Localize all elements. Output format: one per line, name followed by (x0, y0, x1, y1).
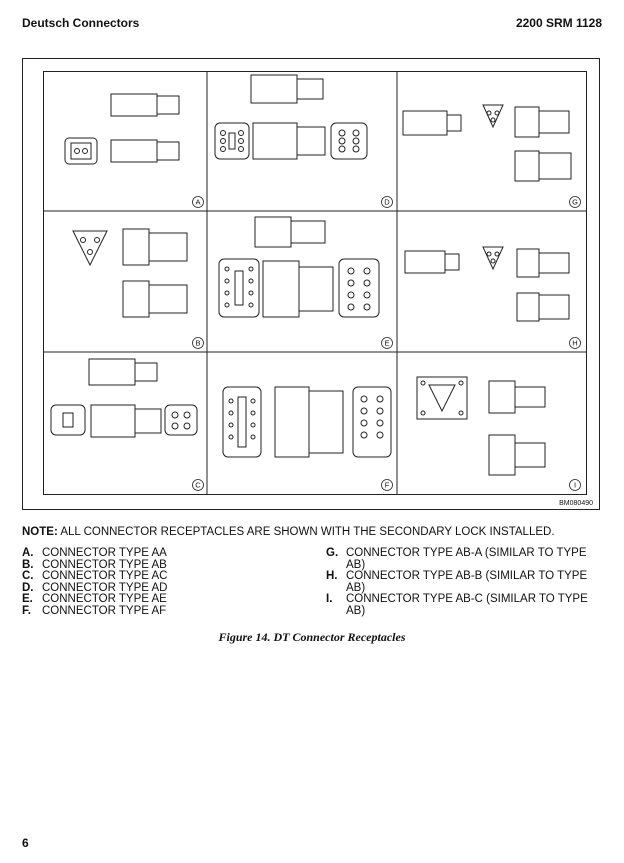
legend-key: F. (22, 604, 31, 617)
panel-label-d: D (384, 198, 390, 207)
figure-frame: A D G B E H C F I BM080490 (22, 58, 600, 510)
legend-item: I. CONNECTOR TYPE AB-C (SIMILAR TO TYPE A… (326, 593, 606, 617)
panel-label-b: B (195, 339, 200, 348)
legend-key: C. (22, 570, 34, 582)
connector-af-drawing (222, 386, 392, 458)
legend-text: CONNECTOR TYPE AB-A (SIMILAR TO TYPE AB) (346, 547, 587, 571)
panel-label-a: A (195, 198, 200, 207)
panel-label-e: E (384, 339, 389, 348)
legend-item: E. CONNECTOR TYPE AE (22, 593, 312, 606)
legend-right: G. CONNECTOR TYPE AB-A (SIMILAR TO TYPE A… (326, 547, 606, 617)
connector-ac-drawing (50, 358, 198, 438)
legend-left: A.CONNECTOR TYPE AA B.CONNECTOR TYPE AB … (22, 547, 312, 618)
legend-item: A. CONNECTOR TYPE AA (22, 547, 312, 560)
legend-key: A. (22, 547, 34, 559)
connector-ab-b-drawing (404, 246, 570, 322)
legend-key: I. (326, 593, 333, 605)
running-header-doc-id: 2200 SRM 1128 (515, 16, 602, 30)
legend-text: CONNECTOR TYPE AB-B (SIMILAR TO TYPE AB) (346, 570, 588, 594)
connector-ab-c-drawing (416, 376, 546, 476)
note: NOTE: ALL CONNECTOR RECEPTACLES ARE SHOW… (22, 526, 555, 538)
legend-text: CONNECTOR TYPE AB-C (SIMILAR TO TYPE AB) (346, 593, 588, 617)
connector-ab-drawing (72, 228, 188, 318)
panel-label-f: F (385, 481, 390, 490)
legend-key: G. (326, 547, 339, 559)
legend-key: B. (22, 558, 34, 571)
panel-label-i: I (574, 481, 576, 490)
legend-key: H. (326, 570, 338, 582)
legend-key: E. (22, 593, 33, 605)
legend-text: CONNECTOR TYPE AC (42, 570, 168, 582)
connector-ae-drawing (218, 216, 380, 318)
note-label: NOTE: (22, 526, 58, 538)
running-header-section: Deutsch Connectors (22, 16, 140, 30)
legend-text: CONNECTOR TYPE AF (42, 604, 167, 617)
legend-item: D. CONNECTOR TYPE AD (22, 581, 312, 595)
legend-item: G. CONNECTOR TYPE AB-A (SIMILAR TO TYPE A… (326, 547, 606, 571)
panel-label-c: C (195, 481, 201, 490)
legend-text: CONNECTOR TYPE AA (42, 547, 167, 559)
page-number: 6 (22, 836, 29, 850)
panel-label-g: G (572, 198, 578, 207)
legend-key: D. (22, 581, 34, 594)
legend-item: H. CONNECTOR TYPE AB-B (SIMILAR TO TYPE A… (326, 570, 606, 594)
legend-text: CONNECTOR TYPE AB (42, 558, 167, 571)
panel-label-h: H (572, 339, 577, 348)
note-text: ALL CONNECTOR RECEPTACLES ARE SHOWN WITH… (57, 526, 555, 538)
legend-item: F. CONNECTOR TYPE AF (22, 604, 312, 618)
connector-grid: A D G B E H C F I (43, 71, 587, 495)
legend-item: B. CONNECTOR TYPE AB (22, 558, 312, 572)
connector-ad-drawing (214, 74, 368, 160)
connector-ab-a-drawing (402, 104, 572, 182)
figure-caption: Figure 14. DT Connector Receptacles (218, 630, 406, 644)
figure-id: BM080490 (559, 500, 593, 507)
legend-text: CONNECTOR TYPE AD (42, 581, 168, 594)
legend-item: C. CONNECTOR TYPE AC (22, 570, 312, 583)
connector-aa-drawing (64, 93, 180, 165)
legend-text: CONNECTOR TYPE AE (42, 593, 167, 605)
